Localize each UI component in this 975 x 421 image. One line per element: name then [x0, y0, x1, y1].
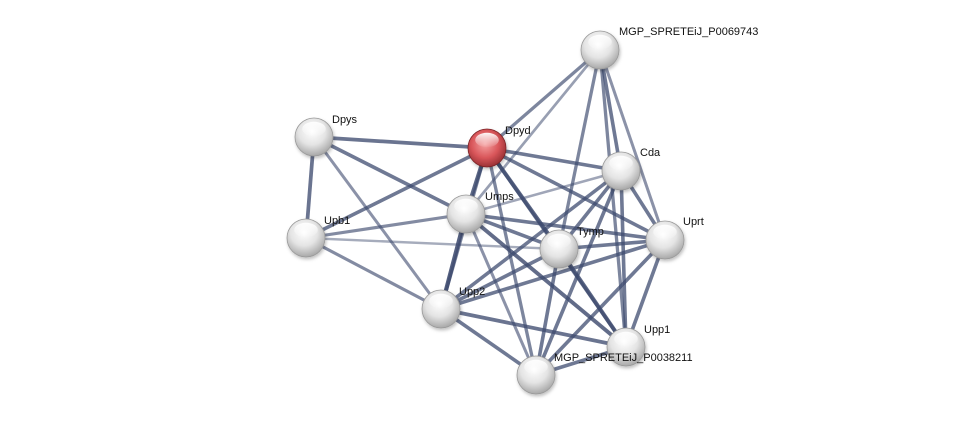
- node-label: Upb1: [324, 215, 350, 227]
- node-gloss: [294, 222, 318, 238]
- edge-layer: [304, 48, 667, 377]
- edge-Dpyd-Cda[interactable]: [486, 146, 622, 173]
- node-Dpys[interactable]: Dpys: [294, 114, 358, 157]
- node-MGP_SPRETEiJ_P0038211[interactable]: MGP_SPRETEiJ_P0038211: [516, 352, 693, 395]
- edge-MGP_SPRETEiJ_P0069743-Uprt[interactable]: [598, 49, 667, 241]
- node-label: Uprt: [683, 216, 704, 228]
- node-gloss: [609, 155, 633, 171]
- edge-Dpys-Dpyd[interactable]: [313, 135, 488, 150]
- edge-MGP_SPRETEiJ_P0069743-Cda[interactable]: [598, 49, 623, 172]
- edge-MGP_SPRETEiJ_P0069743-Umps[interactable]: [464, 49, 602, 215]
- node-layer: Dpyd Dpys MGP_SPRETEiJ_P0069743CdaUmpsUpb1…: [286, 26, 758, 395]
- node-Tymp[interactable]: Tymp: [539, 226, 604, 269]
- node-label: Upp2: [459, 286, 485, 298]
- edge-Dpyd-Upb1[interactable]: [305, 146, 488, 240]
- edge-Upb1-Upp2[interactable]: [305, 236, 442, 311]
- edge-Umps-Uprt[interactable]: [465, 212, 666, 242]
- node-gloss: [547, 233, 571, 249]
- node-label: Upp1: [644, 324, 670, 336]
- edge-Tymp-MGP_SPRETEiJ_P0038211[interactable]: [534, 248, 561, 376]
- node-gloss: [302, 121, 326, 137]
- node-gloss: [614, 331, 638, 347]
- edge-Dpyd-MGP_SPRETEiJ_P0069743[interactable]: [485, 48, 602, 150]
- node-gloss: [524, 359, 548, 375]
- node-gloss: [588, 34, 612, 50]
- node-gloss: [475, 132, 499, 148]
- node-label: Tymp: [577, 226, 604, 238]
- edge-Tymp-Upp1[interactable]: [557, 247, 628, 349]
- edge-Dpyd-MGP_SPRETEiJ_P0038211[interactable]: [485, 147, 538, 376]
- node-label: Cda: [640, 147, 661, 159]
- node-Cda[interactable]: Cda: [601, 147, 661, 191]
- node-Upp2[interactable]: Upp2: [421, 286, 485, 329]
- node-label: Umps: [485, 191, 514, 203]
- node-Umps[interactable]: Umps: [446, 191, 514, 234]
- edge-Cda-Upp1[interactable]: [619, 170, 628, 348]
- node-Dpyd[interactable]: Dpyd: [467, 125, 531, 168]
- edge-Dpys-Upp2[interactable]: [312, 136, 443, 310]
- node-Upp1[interactable]: Upp1: [606, 324, 670, 367]
- edge-Upp2-Upp1[interactable]: [440, 307, 627, 349]
- node-gloss: [653, 224, 677, 240]
- edge-Upb1-Umps[interactable]: [305, 212, 467, 240]
- node-Upb1[interactable]: Upb1: [286, 215, 350, 258]
- edge-Tymp-Upp2[interactable]: [440, 247, 560, 311]
- node-label: MGP_SPRETEiJ_P0038211: [554, 352, 693, 364]
- edge-Umps-Upp1[interactable]: [464, 212, 628, 349]
- node-label: MGP_SPRETEiJ_P0069743: [619, 26, 758, 38]
- node-gloss: [454, 198, 478, 214]
- node-label: Dpys: [332, 114, 358, 126]
- edge-Umps-MGP_SPRETEiJ_P0038211[interactable]: [464, 213, 538, 376]
- edge-MGP_SPRETEiJ_P0069743-Upp1[interactable]: [598, 49, 628, 348]
- edge-Uprt-MGP_SPRETEiJ_P0038211[interactable]: [534, 238, 667, 377]
- edge-MGP_SPRETEiJ_P0069743-Tymp[interactable]: [557, 49, 602, 250]
- edge-Upb1-Tymp[interactable]: [305, 236, 560, 251]
- node-Uprt[interactable]: Uprt: [645, 216, 704, 260]
- edge-Dpys-Umps[interactable]: [313, 135, 467, 216]
- node-gloss: [429, 293, 453, 309]
- edge-Umps-Cda[interactable]: [465, 169, 622, 216]
- edge-Dpyd-Uprt[interactable]: [486, 146, 666, 242]
- edge-Cda-MGP_SPRETEiJ_P0038211[interactable]: [534, 170, 623, 376]
- node-label: Dpyd: [505, 125, 531, 137]
- edge-Cda-Upp2[interactable]: [439, 169, 623, 311]
- node-MGP_SPRETEiJ_P0069743[interactable]: MGP_SPRETEiJ_P0069743: [580, 26, 758, 70]
- edge-Uprt-Upp2[interactable]: [440, 238, 666, 311]
